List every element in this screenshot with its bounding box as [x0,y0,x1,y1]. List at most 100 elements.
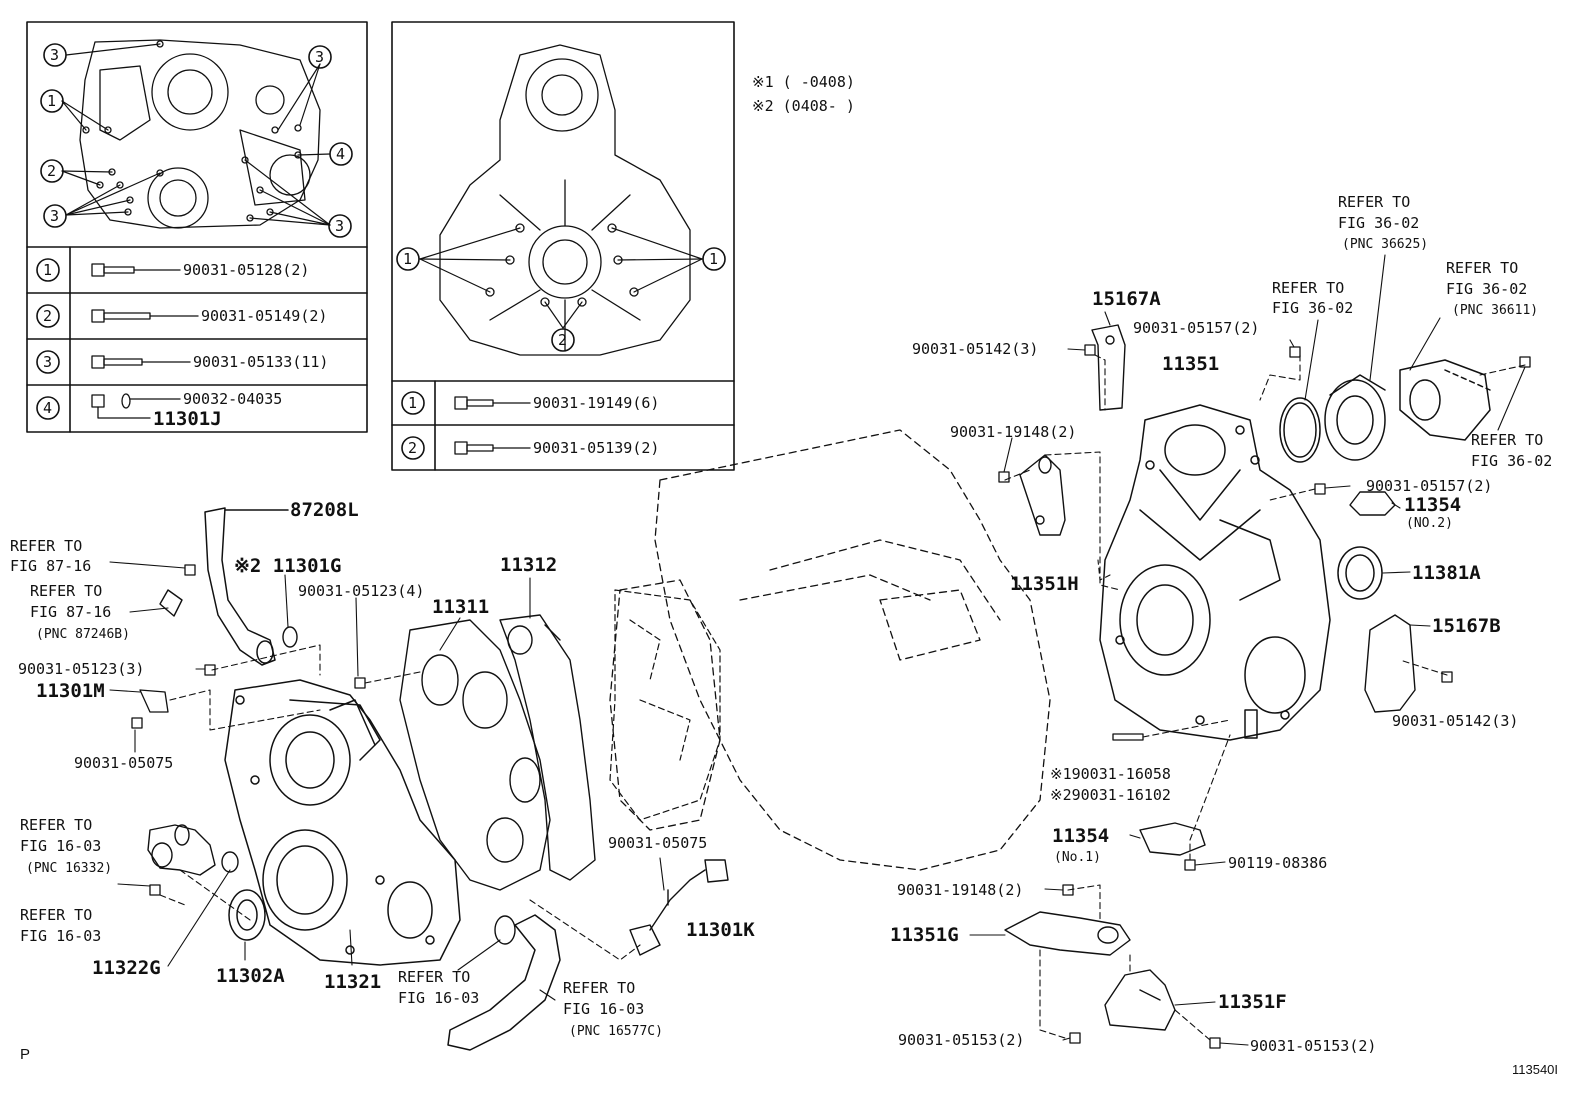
part-label: 87208L [290,499,359,521]
refer-note: REFER TO [30,582,103,600]
cover-36625 [1324,374,1386,461]
bracket-15167B [1364,614,1416,713]
flywheel-ghost-outline [1097,559,1111,581]
refer-note: FIG 36-02 [1446,280,1528,298]
part-label-sub: (No.1) [1054,850,1101,865]
refer-note: REFER TO [20,816,93,834]
illustration-number: 113540I [1512,1062,1559,1077]
part-label: 11321 [324,971,382,993]
inset-left-timing-cover-drawing [79,39,321,229]
oring-36-02 [1279,397,1321,463]
callout-number: 3 [50,46,60,64]
bracket-15167A [1091,324,1126,411]
part-label: 90119-08386 [1228,854,1328,872]
refer-note: FIG 36-02 [1338,214,1420,232]
callout-number: 3 [50,207,60,225]
part-label: 11322G [92,957,161,979]
part-label: ※290031-16102 [1050,786,1171,804]
part-label: 11351 [1162,353,1220,375]
refer-note: REFER TO [563,979,636,997]
callout-number: 2 [47,162,57,180]
water-hose-16577C [447,914,561,1051]
inset-left-legend-circles [36,258,60,420]
inset-middle-leaders [419,227,703,329]
hose-87246B [159,589,183,617]
inset-left-box [26,21,368,433]
legend-number: 3 [43,353,53,371]
refer-note: REFER TO [1272,279,1345,297]
refer-note: FIG 16-03 [20,927,102,945]
flywheel-housing-11351 [1099,404,1331,741]
part-label: 11312 [500,554,558,576]
callout-number: 1 [403,250,413,268]
refer-note: (PNC 16577C) [569,1024,663,1039]
refer-note: FIG 36-02 [1471,452,1553,470]
timing-cover-11321 [224,679,461,966]
callout-number: 3 [335,217,345,235]
refer-note: FIG 36-02 [1272,299,1354,317]
legend-number: 2 [408,439,418,457]
part-label: 90031-05153(2) [898,1031,1025,1049]
engine-block-ghost [609,429,1051,871]
part-label: 11354 [1052,825,1110,847]
part-label: 11301M [36,680,105,702]
part-label: 90031-19148(2) [950,423,1077,441]
seal-plate-11312 [499,614,596,881]
legend-part-number: 11301J [153,408,222,430]
legend-number: 1 [408,394,418,412]
part-label: 90031-05075 [608,834,708,852]
legend-part-number: 90031-05149(2) [201,307,328,325]
bracket-11351H [1019,454,1066,536]
legend-part-number: 90031-05128(2) [183,261,310,279]
cover-36611 [1399,359,1491,441]
refer-note: FIG 87-16 [30,603,112,621]
inset-middle-legend-circles [401,391,425,460]
plate-11354-no1 [1139,822,1206,856]
refer-note: REFER TO [1338,193,1411,211]
refer-note: REFER TO [1446,259,1519,277]
refer-note: (PNC 36611) [1452,303,1539,318]
leader-lines [109,254,1526,1046]
page-letter: P [20,1046,31,1063]
callout-number: 1 [47,92,57,110]
refer-note: FIG 16-03 [20,837,102,855]
part-label: 15167B [1432,615,1501,637]
part-label: 90031-05153(2) [1250,1037,1377,1055]
part-label: 11351H [1010,573,1079,595]
inset-left-legend-bolts [91,263,199,419]
inset-middle-box [391,21,735,471]
part-label: 11381A [1412,562,1481,584]
gasket-11311 [399,619,551,891]
part-label: 11351G [890,924,959,946]
legend-number: 4 [43,399,53,417]
part-label: 90031-05157(2) [1133,319,1260,337]
part-label: 90031-05142(3) [912,340,1039,358]
part-label: 90031-05157(2) [1366,477,1493,495]
refer-note: REFER TO [398,968,471,986]
callout-number: 4 [336,145,346,163]
legend-number: 2 [43,307,53,325]
callout-number: 3 [315,48,325,66]
applicability-note: ※1 ( -0408) [752,73,855,91]
refer-note: (PNC 87246B) [36,627,130,642]
refer-note: FIG 16-03 [563,1000,645,1018]
legend-part-number: 90031-19149(6) [533,394,660,412]
refer-note: (PNC 16332) [26,861,113,876]
inset-middle-callout-circles [396,247,726,352]
legend-part-number: 90031-05133(11) [193,353,329,371]
refer-note: (PNC 36625) [1342,237,1429,252]
callout-number: 1 [709,250,719,268]
inset-middle-legend-bolts [454,396,531,455]
part-label: 90031-05075 [74,754,174,772]
water-pipe-87208L [204,507,289,666]
part-label-sub: (NO.2) [1406,516,1453,531]
part-label: 11351F [1218,991,1287,1013]
inset-left-leaders [61,43,331,226]
dashed-alignment-lines [159,354,1526,1041]
bolts-right-area [998,344,1531,1049]
part-label: 90031-05123(4) [298,582,425,600]
part-label: 15167A [1092,288,1161,310]
part-label: ※2 11301G [234,555,342,577]
gasket-dashed-ghost [609,589,721,821]
